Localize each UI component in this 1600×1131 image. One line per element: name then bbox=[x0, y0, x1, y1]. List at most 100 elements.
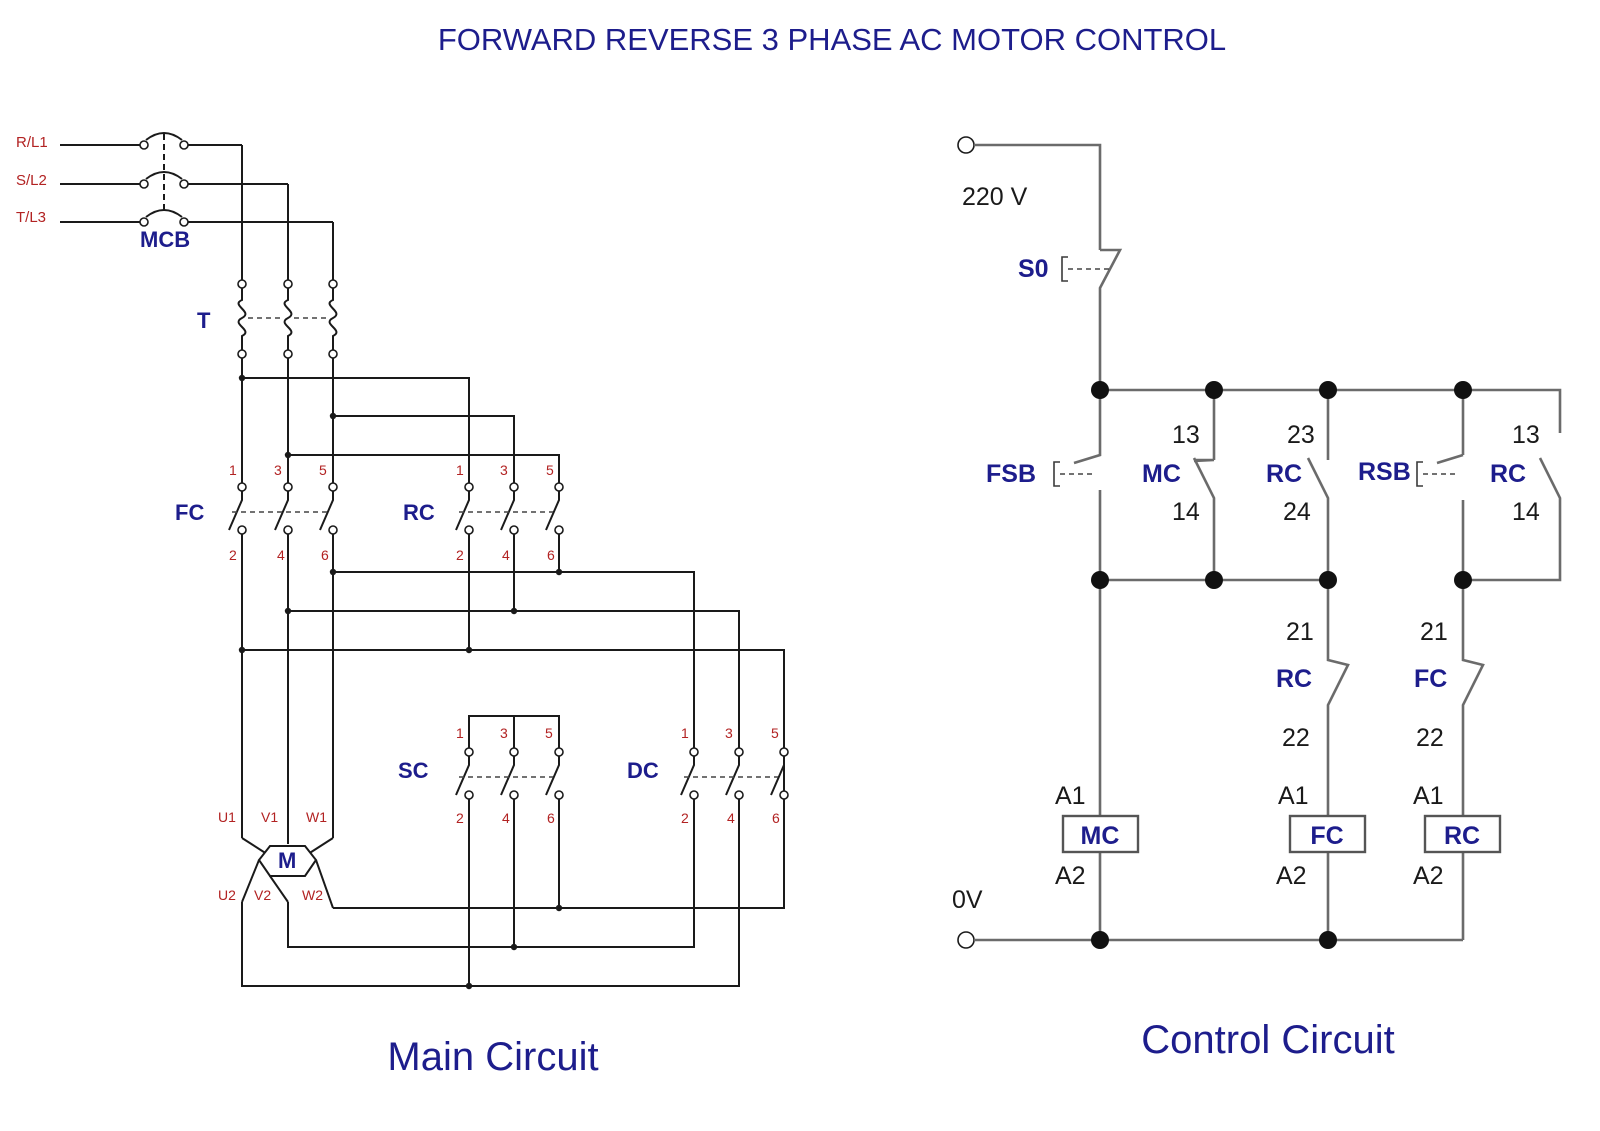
mc-contact-label: MC bbox=[1142, 460, 1181, 488]
supply-rail-top bbox=[974, 143, 1102, 250]
mc-contact-13: 13 bbox=[1172, 421, 1200, 449]
motor-terminal-u2: U2 bbox=[218, 887, 236, 903]
dc-terminal-6: 6 bbox=[772, 810, 780, 826]
fc-nc-21: 21 bbox=[1420, 618, 1448, 646]
line-label-l2: S/L2 bbox=[16, 172, 47, 189]
rc-nc-21: 21 bbox=[1286, 618, 1314, 646]
main-circuit-caption: Main Circuit bbox=[387, 1035, 598, 1079]
fc-nc-22: 22 bbox=[1416, 724, 1444, 752]
motor-label: M bbox=[278, 848, 296, 873]
motor-terminal-w1: W1 bbox=[306, 809, 327, 825]
mc-coil bbox=[1061, 814, 1140, 854]
feed-to-rc bbox=[242, 377, 560, 483]
stop-button-s0[interactable] bbox=[1061, 248, 1123, 390]
sc-terminal-6: 6 bbox=[547, 810, 555, 826]
rc-terminal-4: 4 bbox=[502, 547, 510, 563]
dc-terminal-2: 2 bbox=[681, 810, 689, 826]
rc-coil-a2: A2 bbox=[1413, 862, 1444, 890]
sc-label: SC bbox=[398, 758, 429, 783]
dc-return bbox=[241, 805, 785, 987]
mc-contact-arm bbox=[1192, 457, 1216, 580]
dc-terminal-1: 1 bbox=[681, 725, 689, 741]
mc-coil-label: MC bbox=[1081, 822, 1120, 850]
sc-terminal-3: 3 bbox=[500, 725, 508, 741]
w-cross-link bbox=[333, 540, 695, 748]
sc-terminal-4: 4 bbox=[502, 810, 510, 826]
fc-contactor bbox=[228, 482, 338, 540]
fc-terminal-5: 5 bbox=[319, 462, 327, 478]
fc-terminal-1: 1 bbox=[229, 462, 237, 478]
control-circuit: 220 V S0 FSB 13 MC 14 23 RC 24 bbox=[952, 136, 1562, 1062]
stop-button-label: S0 bbox=[1018, 255, 1049, 283]
zero-volt-label: 0V bbox=[952, 886, 983, 914]
mc-contact-14: 14 bbox=[1172, 498, 1200, 526]
rc-contact-24: 24 bbox=[1283, 498, 1311, 526]
reverse-start-button[interactable] bbox=[1416, 453, 1465, 580]
line-label-l3: T/L3 bbox=[16, 209, 46, 226]
control-junctions bbox=[1091, 381, 1472, 949]
fc-terminal-6: 6 bbox=[321, 547, 329, 563]
mcb-label: MCB bbox=[140, 227, 190, 252]
rc-contact-23: 23 bbox=[1287, 421, 1315, 449]
feed-to-overload bbox=[241, 145, 334, 280]
dc-contactor bbox=[680, 747, 789, 805]
supply-lines bbox=[60, 144, 140, 223]
main-circuit: R/L1 S/L2 T/L3 MCB T bbox=[16, 132, 789, 1079]
rc-nc-contact bbox=[1326, 580, 1350, 830]
fc-terminal-3: 3 bbox=[274, 462, 282, 478]
mcb-breaker bbox=[139, 132, 333, 227]
rc-terminal-6: 6 bbox=[547, 547, 555, 563]
rc-nc-22: 22 bbox=[1282, 724, 1310, 752]
rc-contact-label: RC bbox=[1266, 460, 1302, 488]
fc-coil-label: FC bbox=[1310, 822, 1343, 850]
rc-coil-a1: A1 bbox=[1413, 782, 1444, 810]
rc-terminal-5: 5 bbox=[546, 462, 554, 478]
dc-terminal-4: 4 bbox=[727, 810, 735, 826]
rc-contact-13-14 bbox=[1463, 457, 1562, 582]
fc-nc-label: FC bbox=[1414, 665, 1447, 693]
control-circuit-caption: Control Circuit bbox=[1141, 1018, 1394, 1062]
line-label-l1: R/L1 bbox=[16, 134, 48, 151]
forward-start-button[interactable] bbox=[1053, 390, 1102, 580]
rc-terminal-2: 2 bbox=[456, 547, 464, 563]
sc-return bbox=[468, 805, 560, 986]
mc-coil-a1: A1 bbox=[1055, 782, 1086, 810]
motor-terminal-w2: W2 bbox=[302, 887, 323, 903]
motor bbox=[241, 837, 334, 909]
fc-label: FC bbox=[175, 500, 204, 525]
v-cross-link bbox=[288, 540, 740, 748]
rc-coil-label: RC bbox=[1444, 822, 1480, 850]
fc-to-motor bbox=[241, 540, 334, 838]
rc-terminal-1: 1 bbox=[456, 462, 464, 478]
rc-coil bbox=[1423, 814, 1502, 854]
motor-terminal-v2: V2 bbox=[254, 887, 271, 903]
rc2-contact-13: 13 bbox=[1512, 421, 1540, 449]
dc-label: DC bbox=[627, 758, 659, 783]
diagram-title: FORWARD REVERSE 3 PHASE AC MOTOR CONTROL bbox=[438, 22, 1226, 57]
fc-nc-contact bbox=[1461, 580, 1485, 830]
rc2-contact-label: RC bbox=[1490, 460, 1526, 488]
fc-coil bbox=[1288, 814, 1367, 854]
dc-terminal-5: 5 bbox=[771, 725, 779, 741]
sc-terminal-1: 1 bbox=[456, 725, 464, 741]
fc-terminal-4: 4 bbox=[277, 547, 285, 563]
fsb-label: FSB bbox=[986, 460, 1036, 488]
mc-contact bbox=[1193, 458, 1215, 463]
rc-nc-label: RC bbox=[1276, 665, 1312, 693]
fc-coil-a2: A2 bbox=[1276, 862, 1307, 890]
top-bus-drops bbox=[1212, 390, 1465, 460]
rc-contactor bbox=[455, 482, 564, 540]
rc2-contact-14: 14 bbox=[1512, 498, 1540, 526]
sc-terminal-5: 5 bbox=[545, 725, 553, 741]
fc-coil-a1: A1 bbox=[1278, 782, 1309, 810]
sc-terminal-2: 2 bbox=[456, 810, 464, 826]
rsb-label: RSB bbox=[1358, 458, 1411, 486]
dc-terminal-3: 3 bbox=[725, 725, 733, 741]
rc-label: RC bbox=[403, 500, 435, 525]
rc-terminal-3: 3 bbox=[500, 462, 508, 478]
motor-terminal-v1: V1 bbox=[261, 809, 278, 825]
thermal-overload bbox=[237, 279, 338, 359]
mc-coil-a2: A2 bbox=[1055, 862, 1086, 890]
fc-terminal-2: 2 bbox=[229, 547, 237, 563]
